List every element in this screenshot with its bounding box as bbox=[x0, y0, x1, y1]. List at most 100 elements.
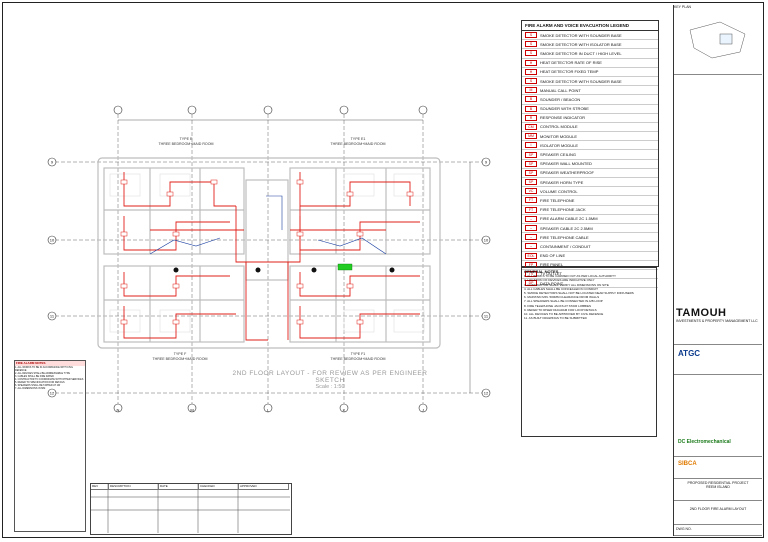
revision-header: APPROVED bbox=[239, 484, 289, 490]
legend-label: HEAT DETECTOR FIXED TEMP bbox=[540, 69, 599, 75]
unit-name: THREE BEDROOM+MAID ROOM bbox=[158, 142, 213, 146]
grid-lines bbox=[55, 108, 490, 408]
legend-symbol-icon: S bbox=[525, 41, 537, 48]
grid-bubbles bbox=[47, 105, 491, 413]
grid-col-label: N bbox=[117, 408, 120, 413]
legend-label: CONTAINMENT / CONDUIT bbox=[540, 243, 591, 249]
key-plan-cell: KEY PLAN bbox=[674, 5, 762, 75]
project-plot: REEM ISLAND bbox=[706, 485, 730, 489]
general-note-line: 8. FIRE TELEPHONE JACKS AT STAIR LOBBIES bbox=[524, 303, 591, 308]
grid-col-label: K bbox=[343, 408, 346, 413]
project-title: PROPOSED RESIDENTIAL PROJECT bbox=[687, 481, 749, 485]
grid-labels: N M L K J 9 10 11 12 9 10 11 12 bbox=[50, 160, 489, 413]
plan-title: 2ND FLOOR LAYOUT - FOR REVIEW AS PER ENG… bbox=[232, 370, 428, 384]
legend-label: VOLUME CONTROL bbox=[540, 188, 578, 194]
grid-col-label: L bbox=[267, 408, 270, 413]
building-walls bbox=[97, 157, 441, 349]
notes-line: 1. ALL WORKS TO BE IN ACCORDANCE WITH CI… bbox=[15, 366, 74, 372]
legend-label: DATA POINT bbox=[540, 280, 564, 286]
legend-symbol-icon: DP bbox=[525, 280, 537, 287]
unit-type: TYPE F bbox=[174, 352, 187, 356]
legend-symbol-icon: TV bbox=[525, 270, 537, 277]
revision-header: DESCRIPTION bbox=[109, 484, 159, 490]
furniture-hatch bbox=[109, 173, 425, 333]
mep-contractor-logo: DC Electromechanical bbox=[678, 439, 731, 445]
device-markers bbox=[120, 179, 414, 325]
dimension-lines bbox=[118, 119, 471, 393]
drawing-number: DWG NO. bbox=[676, 527, 692, 531]
legend-label: CONTROL MODULE bbox=[540, 124, 578, 130]
grid-row-label: 12 bbox=[50, 391, 55, 396]
notes-line: 6. SPEAKERS SHALL BE TAPPED AT 1W bbox=[15, 384, 61, 387]
sub-contractor-cell: SIBCA bbox=[674, 457, 762, 479]
legend-symbol-icon: FT bbox=[525, 206, 537, 213]
legend-title: FIRE ALARM AND VOICE EVACUATION LEGEND bbox=[522, 21, 658, 31]
legend-symbol-icon: S bbox=[525, 78, 537, 85]
legend-label: SPEAKER HORN TYPE bbox=[540, 179, 584, 185]
unit-type: TYPE E bbox=[180, 137, 193, 141]
grid-col-label: M bbox=[190, 408, 193, 413]
general-note-line: 4. ALL CABLES SHALL BE CONCEALED IN COND… bbox=[524, 286, 598, 291]
legend-label: FIRE TELEPHONE bbox=[540, 197, 575, 203]
legend-label: MANUAL CALL POINT bbox=[540, 87, 581, 93]
title-block: KEY PLAN TAMOUH INVESTMENTS & PROPERTY M… bbox=[673, 5, 762, 536]
legend-symbol-icon: -- bbox=[525, 215, 537, 222]
highlighted-device bbox=[337, 263, 353, 271]
legend-label: MONITOR MODULE bbox=[540, 133, 578, 139]
plan-scale: Scale : 1:50 bbox=[315, 384, 345, 390]
legend-symbol-icon: S bbox=[525, 32, 537, 39]
notes-line: 5. REFER TO SPECIFICATION FOR DETAILS bbox=[15, 381, 65, 384]
legend-label: SPEAKER WEATHERPROOF bbox=[540, 170, 594, 176]
plan-caption: 2ND FLOOR LAYOUT - FOR REVIEW AS PER ENG… bbox=[225, 370, 435, 390]
legend-symbol-icon: FT bbox=[525, 197, 537, 204]
legend-row: --FIRE TELEPHONE CABLE bbox=[522, 233, 658, 243]
unit-name: THREE BEDROOM+MAID ROOM bbox=[152, 357, 207, 361]
unit-name: THREE BEDROOM+MAID ROOM bbox=[330, 357, 385, 361]
legend-label: SMOKE DETECTOR WITH ISOLATOR BASE bbox=[540, 41, 622, 47]
legend-label: SOUNDER / BEACON bbox=[540, 96, 581, 102]
legend-symbol-icon: SP bbox=[525, 151, 537, 158]
legend-label: FIRE TELEPHONE JACK bbox=[540, 207, 586, 213]
general-note-line: 9. REFER TO RISER DIAGRAM FOR LOOP DETAI… bbox=[524, 307, 597, 312]
notes-line: 4. CONTRACTOR TO COORDINATE WITH OTHER S… bbox=[15, 378, 84, 381]
legend-symbol-icon: EOL bbox=[525, 252, 537, 259]
sub-contractor-logo: SIBCA bbox=[678, 461, 697, 467]
legend-label: HEAT DETECTOR RATE OF RISE bbox=[540, 60, 602, 66]
legend-symbol-icon: R bbox=[525, 114, 537, 121]
consultant-subtitle: INVESTMENTS & PROPERTY MANAGEMENT LLC bbox=[676, 319, 758, 323]
legend-label: ISOLATOR MODULE bbox=[540, 142, 579, 148]
legend-symbol-icon: -- bbox=[525, 234, 537, 241]
contractor-logo: ATGC bbox=[678, 349, 701, 358]
legend-symbol-icon: CM bbox=[525, 123, 537, 130]
legend-label: TV OUTLET bbox=[540, 271, 563, 277]
grid-row-label: 10 bbox=[50, 238, 55, 243]
legend-symbol-icon: SP bbox=[525, 179, 537, 186]
grid-row-label: 9 bbox=[51, 160, 54, 165]
grid-row-label: 10 bbox=[484, 238, 489, 243]
unit-type: TYPE E1 bbox=[351, 137, 366, 141]
grid-row-label: 12 bbox=[484, 391, 489, 396]
mep-contractor-cell: DC Electromechanical bbox=[674, 435, 762, 457]
legend-symbol-icon: B bbox=[525, 105, 537, 112]
key-plan-sketch bbox=[689, 21, 746, 59]
consultant-logo: TAMOUH bbox=[676, 307, 727, 319]
legend-symbol-icon: -- bbox=[525, 243, 537, 250]
notes-line: 2. ALL DEVICES SHALL BE ADDRESSABLE TYPE bbox=[15, 372, 70, 375]
legend-label: FIRE PANEL bbox=[540, 262, 564, 268]
